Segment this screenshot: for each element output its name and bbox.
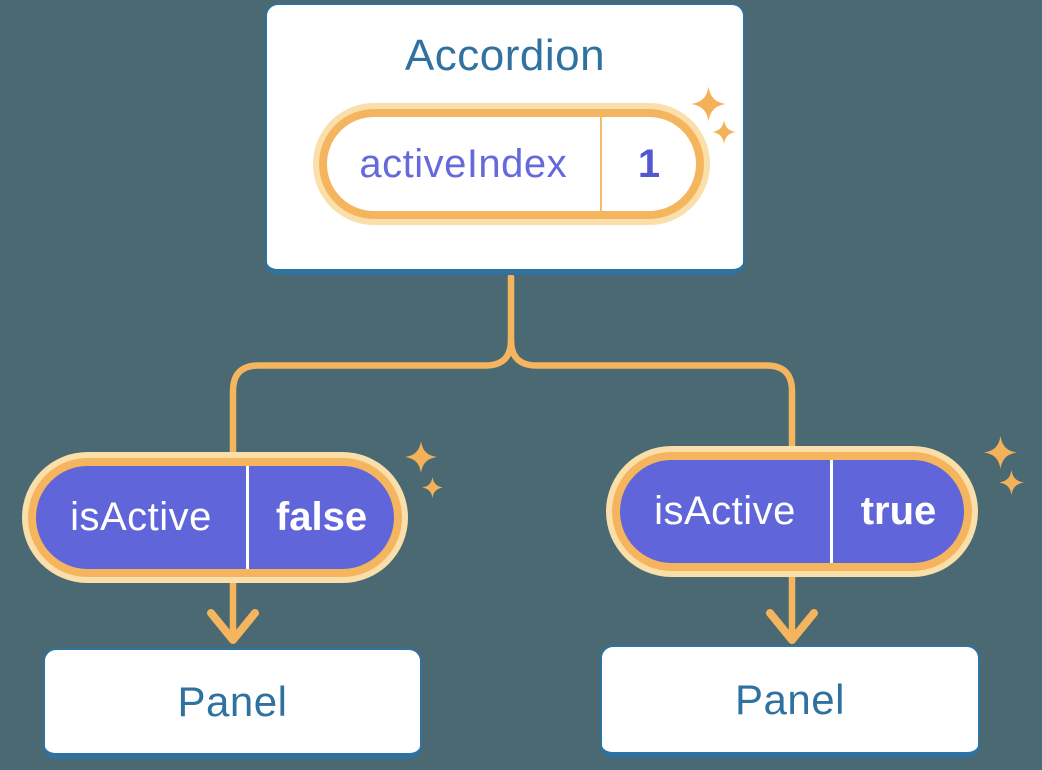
sparkle-icon — [999, 470, 1024, 495]
arrow-down-left-icon — [207, 609, 259, 644]
arrow-down-right-icon — [766, 609, 818, 644]
prop-value-left: false — [275, 495, 368, 539]
pill-divider — [599, 117, 602, 211]
prop-value-right: true — [860, 489, 937, 533]
connector-right-branch — [507, 336, 796, 636]
prop-name-right: isActive — [654, 489, 796, 533]
pill-divider — [830, 460, 833, 563]
accordion-title: Accordion — [404, 31, 606, 80]
prop-pill-left: isActive false — [22, 452, 408, 583]
panel-title-right: Panel — [735, 675, 845, 723]
sparkle-icon — [984, 436, 1017, 469]
sparkle-icon — [691, 86, 726, 122]
state-pill: activeIndex 1 — [313, 103, 710, 225]
sparkle-icon — [405, 441, 437, 473]
panel-card-left: Panel — [43, 648, 422, 759]
prop-pill-right: isActive true — [606, 446, 978, 577]
pill-divider — [246, 466, 249, 569]
state-value: 1 — [637, 141, 661, 186]
state-name: activeIndex — [359, 141, 568, 186]
prop-name-left: isActive — [70, 495, 212, 539]
panel-title-left: Panel — [177, 677, 288, 725]
sparkle-icon — [712, 120, 736, 144]
panel-card-right: Panel — [600, 645, 980, 758]
sparkle-icon — [422, 477, 443, 498]
